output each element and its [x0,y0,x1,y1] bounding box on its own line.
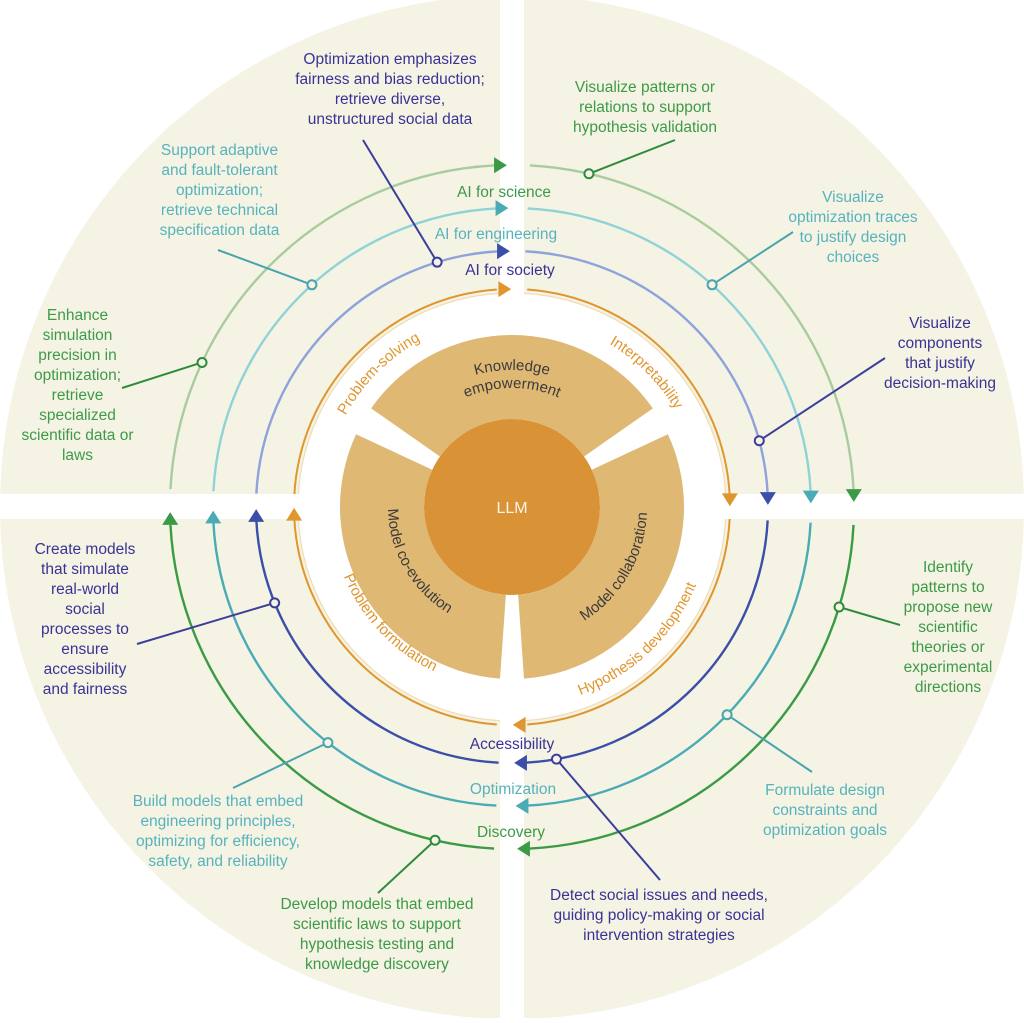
connector-top-right-engineering-dot [706,279,718,291]
capability-segments [339,334,685,679]
annotation-connectors [121,139,901,894]
arrow-down-icon-society [759,492,776,505]
annotation-top-left-society: Optimization emphasizes fairness and bia… [295,51,485,128]
connector-bottom-left-engineering-dot [322,737,334,749]
arrow-up-icon-stage [286,507,303,521]
arrow-right-icon-engineering [495,200,509,217]
annotation-top-left-science: Enhance simulation precision in optimiza… [21,307,134,464]
arc-science-bottom-left [169,524,495,850]
connector-bottom-right-engineering-line [726,713,813,773]
arrow-left-icon-society [514,754,527,771]
annotation-bottom-right-society: Detect social issues and needs, guiding … [550,887,768,944]
arrow-down-icon-stage [721,493,738,507]
connector-bottom-right-society-dot [550,753,562,765]
arrow-up-icon-engineering [205,510,222,524]
arc-stage-hypothesis-development [527,518,731,726]
annotation-bottom-right-engineering: Formulate design constraints and optimiz… [762,782,888,839]
arrow-down-icon-science [845,489,862,502]
annotation-top-right-society: Visualize components that justify decisi… [884,315,996,392]
arc-stage-interpretability [527,288,731,496]
connector-top-right-society-dot [753,435,765,447]
goal-label-accessibility: Accessibility [469,736,555,753]
goal-label-optimization: Optimization [469,781,557,798]
connector-top-right-science-line [588,139,676,175]
arc-science-top-right [529,164,855,490]
arc-society-bottom-right [525,520,769,764]
arrow-down-icon-engineering [802,490,819,504]
segment-model-collaboration [518,434,685,679]
arc-engineering-top-left [212,207,497,492]
domain-label-society: AI for society [465,262,555,279]
domain-label-engineering: AI for engineering [434,226,558,243]
arc-society-top-left [255,250,499,494]
segment-model-co-evolution [339,434,506,679]
arrow-right-icon-society [497,243,510,260]
arrowheads [162,157,862,857]
arc-stage-problem-formulation [293,518,497,726]
connector-top-right-society-line [758,357,886,442]
arc-engineering-bottom-left [212,522,497,807]
connector-top-right-science-dot [583,168,595,180]
connector-bottom-left-engineering-line [232,741,329,789]
domain-label-science: AI for science [457,184,551,201]
connector-bottom-right-science-dot [833,601,845,613]
connector-bottom-right-engineering-dot [721,709,733,721]
arrow-left-icon-engineering [515,797,529,814]
arrow-left-icon-stage [512,716,526,733]
arc-society-bottom-left [255,520,499,764]
arc-science-bottom-right [529,524,855,850]
arrow-up-icon-science [162,512,179,525]
arrow-left-icon-science [517,840,530,857]
segment-knowledge-empowerment [371,334,653,457]
goal-label-discovery: Discovery [476,824,546,841]
annotation-bottom-right-science: Identify patterns to propose new scienti… [903,559,993,696]
connector-top-left-engineering-line [217,249,313,286]
llm-core: LLM [424,419,600,595]
connector-top-left-science-line [121,361,203,389]
arrow-right-icon-stage [498,281,512,298]
connector-bottom-right-society-line [555,758,661,881]
annotation-bottom-left-science: Develop models that embed scientific law… [280,896,474,973]
llm-label: LLM [496,500,527,517]
arrow-up-icon-society [248,509,265,522]
connector-bottom-left-science-line [377,839,436,894]
arrow-right-icon-science [494,157,507,174]
arc-engineering-top-right [527,207,812,492]
connector-bottom-right-science-line [838,606,901,626]
connector-top-left-science-dot [196,356,208,368]
arc-science-top-left [169,164,495,490]
annotation-bottom-left-society: Create models that simulate real-world s… [34,541,136,698]
llm-core-circle [424,419,600,595]
annotation-top-left-engineering: Support adaptive and fault-tolerant opti… [159,142,280,239]
annotation-bottom-left-engineering: Build models that embed engineering prin… [132,793,304,870]
connector-top-right-engineering-line [711,231,794,286]
annotation-top-right-science: Visualize patterns or relations to suppo… [573,79,717,136]
connector-top-left-society-dot [431,256,443,268]
connector-bottom-left-society-dot [269,597,281,609]
connector-top-left-engineering-dot [306,279,318,291]
connector-top-left-society-line [362,139,439,263]
connector-bottom-left-science-dot [429,834,441,846]
arc-stage-problem-solving [293,288,497,496]
annotation-top-right-engineering: Visualize optimization traces to justify… [788,189,918,266]
connector-bottom-left-society-line [136,601,275,645]
